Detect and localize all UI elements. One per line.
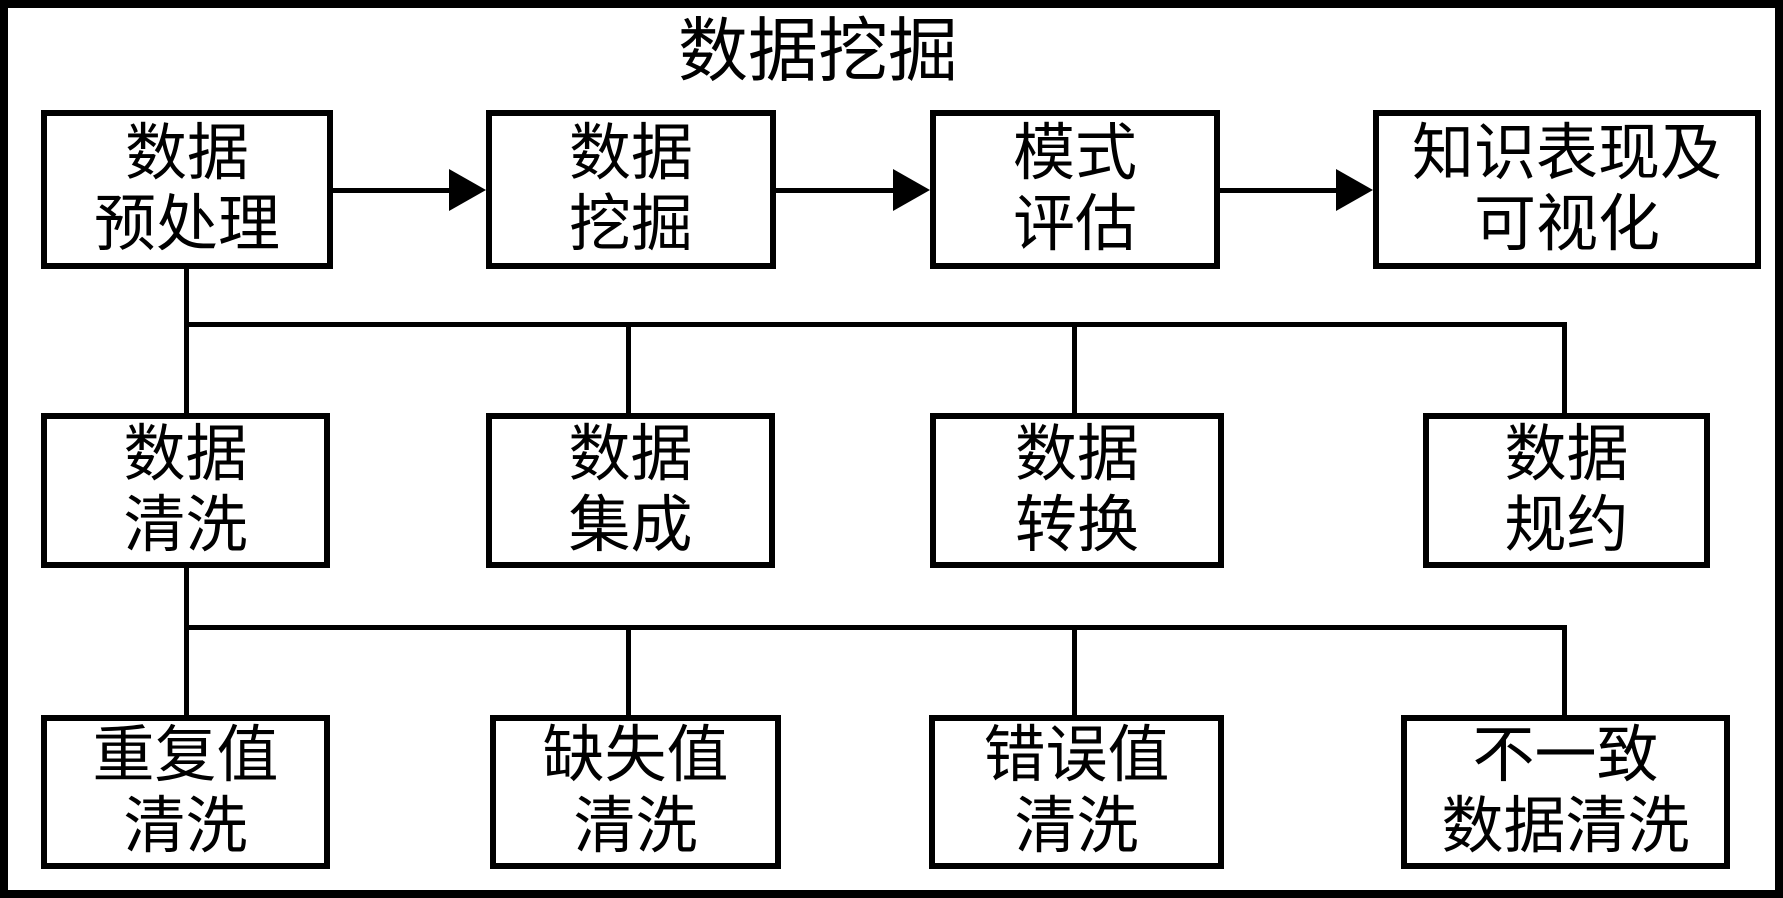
box-label-line: 预处理 xyxy=(93,190,280,259)
connector-vertical xyxy=(1562,322,1567,417)
diagram-title: 数据挖掘 xyxy=(678,14,958,91)
box-error-value-cleaning: 错误值 清洗 xyxy=(929,715,1224,869)
box-label-line: 不一致 xyxy=(1472,722,1659,791)
arrow-right-icon xyxy=(1336,169,1373,211)
box-label-line: 挖掘 xyxy=(568,190,693,259)
box-data-reduction: 数据 规约 xyxy=(1423,413,1710,568)
box-data-preprocessing: 数据 预处理 xyxy=(41,110,333,269)
box-label-line: 数据清洗 xyxy=(1441,793,1690,861)
box-label-line: 数据 xyxy=(124,119,249,188)
box-label-line: 转换 xyxy=(1014,491,1139,560)
box-knowledge-representation-visualization: 知识表现及 可视化 xyxy=(1373,110,1761,269)
box-label-line: 数据 xyxy=(1504,420,1629,489)
box-label-line: 数据 xyxy=(568,119,693,188)
connector-vertical xyxy=(626,322,631,417)
box-missing-value-cleaning: 缺失值 清洗 xyxy=(490,715,781,869)
box-data-mining: 数据 挖掘 xyxy=(486,110,776,269)
arrow-shaft xyxy=(333,188,455,193)
box-label-line: 集成 xyxy=(568,491,693,560)
box-label-line: 知识表现及 xyxy=(1411,119,1722,188)
box-label-line: 清洗 xyxy=(1014,793,1139,861)
box-label-line: 数据 xyxy=(568,420,693,489)
box-label-line: 数据 xyxy=(123,420,248,489)
box-label-line: 缺失值 xyxy=(542,722,729,791)
box-pattern-evaluation: 模式 评估 xyxy=(930,110,1220,269)
connector-vertical xyxy=(1072,625,1077,717)
box-label-line: 错误值 xyxy=(983,722,1170,791)
box-label-line: 重复值 xyxy=(92,722,279,791)
box-data-cleaning: 数据 清洗 xyxy=(41,413,330,568)
box-label-line: 评估 xyxy=(1012,190,1137,259)
box-label-line: 清洗 xyxy=(123,491,248,560)
arrow-right-icon xyxy=(893,169,930,211)
arrow-right-icon xyxy=(449,169,486,211)
box-label-line: 清洗 xyxy=(573,793,698,861)
box-data-integration: 数据 集成 xyxy=(486,413,775,568)
arrow-shaft xyxy=(1220,188,1342,193)
box-duplicate-value-cleaning: 重复值 清洗 xyxy=(41,715,330,869)
box-data-transformation: 数据 转换 xyxy=(930,413,1224,568)
box-label-line: 数据 xyxy=(1014,420,1139,489)
box-label-line: 清洗 xyxy=(123,793,248,861)
connector-vertical xyxy=(184,564,189,717)
arrow-shaft xyxy=(776,188,899,193)
connector-vertical xyxy=(184,265,189,415)
connector-vertical xyxy=(626,625,631,717)
connector-horizontal xyxy=(184,322,1567,327)
box-label-line: 模式 xyxy=(1012,119,1137,188)
connector-horizontal xyxy=(184,625,1567,630)
box-inconsistent-data-cleaning: 不一致 数据清洗 xyxy=(1401,715,1730,869)
box-label-line: 规约 xyxy=(1504,491,1629,560)
box-label-line: 可视化 xyxy=(1473,190,1660,259)
connector-vertical xyxy=(1562,625,1567,717)
connector-vertical xyxy=(1072,322,1077,417)
